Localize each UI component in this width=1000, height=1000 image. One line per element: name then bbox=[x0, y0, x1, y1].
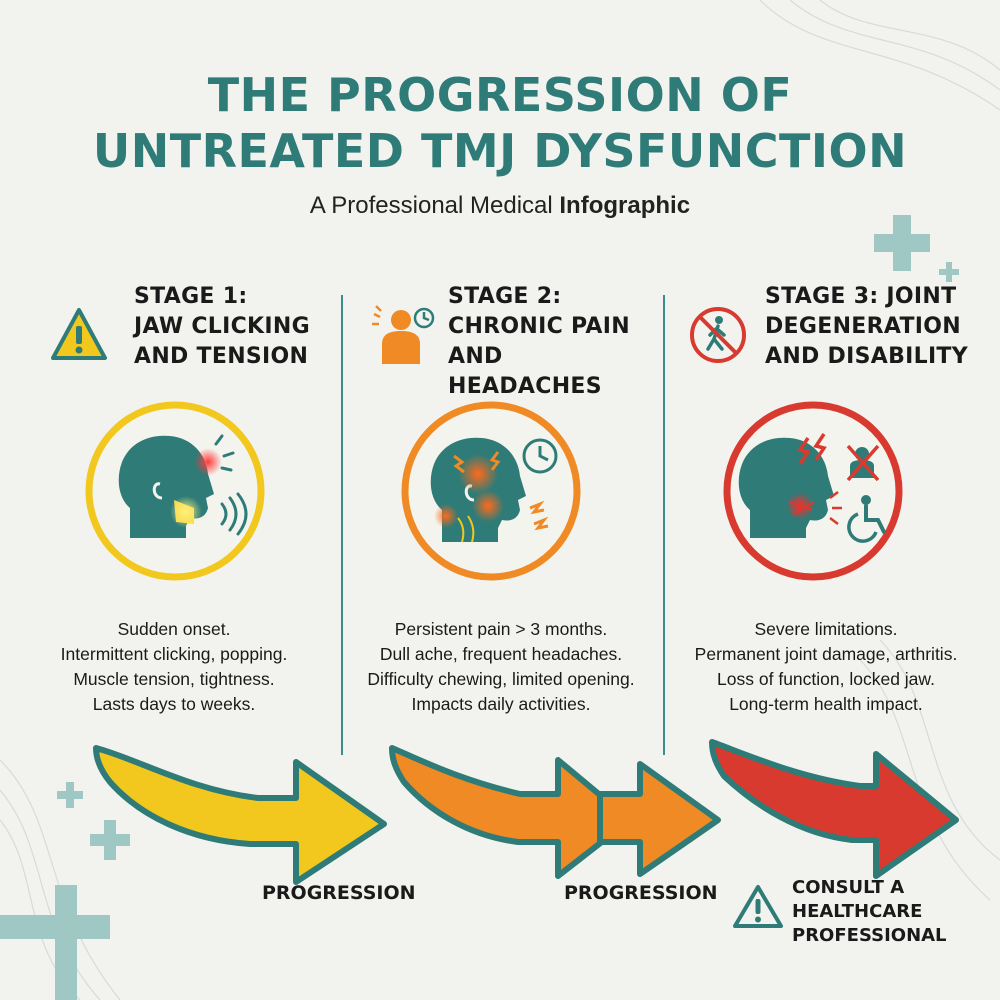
stage-1-description: Sudden onset. Intermittent clicking, pop… bbox=[24, 617, 324, 717]
stage-1-illustration bbox=[85, 401, 265, 581]
arrow-stage-2b-icon bbox=[597, 761, 721, 877]
subtitle-bold: Infographic bbox=[559, 192, 691, 219]
consult-line: PROFESSIONAL bbox=[792, 925, 947, 946]
description-line: Dull ache, frequent headaches. bbox=[379, 644, 623, 664]
arrow-stage-3-icon bbox=[709, 739, 959, 879]
progression-label-1: PROGRESSION bbox=[262, 882, 416, 904]
stage-3-description: Severe limitations. Permanent joint dama… bbox=[666, 617, 986, 717]
warning-triangle-icon bbox=[51, 308, 107, 360]
consult-line: HEALTHCARE bbox=[792, 901, 923, 922]
stage-3-title-line: AND DISABILITY bbox=[765, 344, 968, 369]
description-line: Intermittent clicking, popping. bbox=[60, 644, 288, 664]
description-line: Sudden onset. bbox=[117, 619, 231, 639]
arrow-stage-1-icon bbox=[93, 745, 387, 885]
page-title-line2: UNTREATED TMJ DYSFUNCTION bbox=[92, 124, 908, 178]
column-divider bbox=[341, 295, 343, 755]
description-line: Muscle tension, tightness. bbox=[73, 669, 275, 689]
stage-2-title-line: STAGE 2: bbox=[448, 284, 562, 309]
stage-1-title: STAGE 1: JAW CLICKING AND TENSION bbox=[134, 282, 334, 372]
page-title-line1: THE PROGRESSION OF bbox=[207, 68, 793, 122]
plus-icon-group bbox=[0, 215, 959, 1000]
description-line: Severe limitations. bbox=[754, 619, 898, 639]
description-line: Persistent pain > 3 months. bbox=[394, 619, 608, 639]
stage-3-title: STAGE 3: JOINT DEGENERATION AND DISABILI… bbox=[765, 282, 985, 372]
progression-arrows bbox=[93, 739, 959, 885]
no-walking-icon bbox=[690, 307, 746, 363]
stage-1-title-line: STAGE 1: bbox=[134, 284, 248, 309]
description-line: Difficulty chewing, limited opening. bbox=[367, 669, 635, 689]
progression-label-2: PROGRESSION bbox=[564, 882, 718, 904]
column-divider bbox=[663, 295, 665, 755]
description-line: Impacts daily activities. bbox=[411, 694, 591, 714]
stage-2-title: STAGE 2: CHRONIC PAIN AND HEADACHES bbox=[448, 282, 658, 402]
warning-triangle-icon bbox=[733, 885, 783, 928]
stage-1-title-line: JAW CLICKING bbox=[134, 314, 310, 339]
subtitle-regular: A Professional Medical bbox=[309, 192, 560, 219]
sound-wave-icon bbox=[220, 492, 248, 536]
consult-professional-callout: CONSULT A HEALTHCARE PROFESSIONAL bbox=[792, 876, 992, 948]
description-line: Lasts days to weeks. bbox=[92, 694, 256, 714]
arrow-stage-2a-icon bbox=[389, 745, 633, 879]
wheelchair-icon bbox=[847, 495, 886, 543]
stage-2-title-line: CHRONIC PAIN bbox=[448, 314, 630, 339]
description-line: Loss of function, locked jaw. bbox=[717, 669, 935, 689]
stage-1-title-line: AND TENSION bbox=[134, 344, 309, 369]
stage-3-title-line: DEGENERATION bbox=[765, 314, 961, 339]
description-line: Long-term health impact. bbox=[729, 694, 923, 714]
stage-3-title-line: STAGE 3: JOINT bbox=[765, 284, 957, 309]
consult-line: CONSULT A bbox=[792, 877, 905, 898]
stage-2-title-line: AND HEADACHES bbox=[448, 344, 602, 399]
stage-3-illustration bbox=[723, 401, 903, 581]
page-subtitle: A Professional Medical Infographic bbox=[0, 192, 1000, 220]
stage-2-description: Persistent pain > 3 months. Dull ache, f… bbox=[344, 617, 658, 717]
person-pain-clock-icon bbox=[372, 305, 435, 364]
description-line: Permanent joint damage, arthritis. bbox=[694, 644, 958, 664]
stage-2-illustration bbox=[401, 401, 581, 581]
